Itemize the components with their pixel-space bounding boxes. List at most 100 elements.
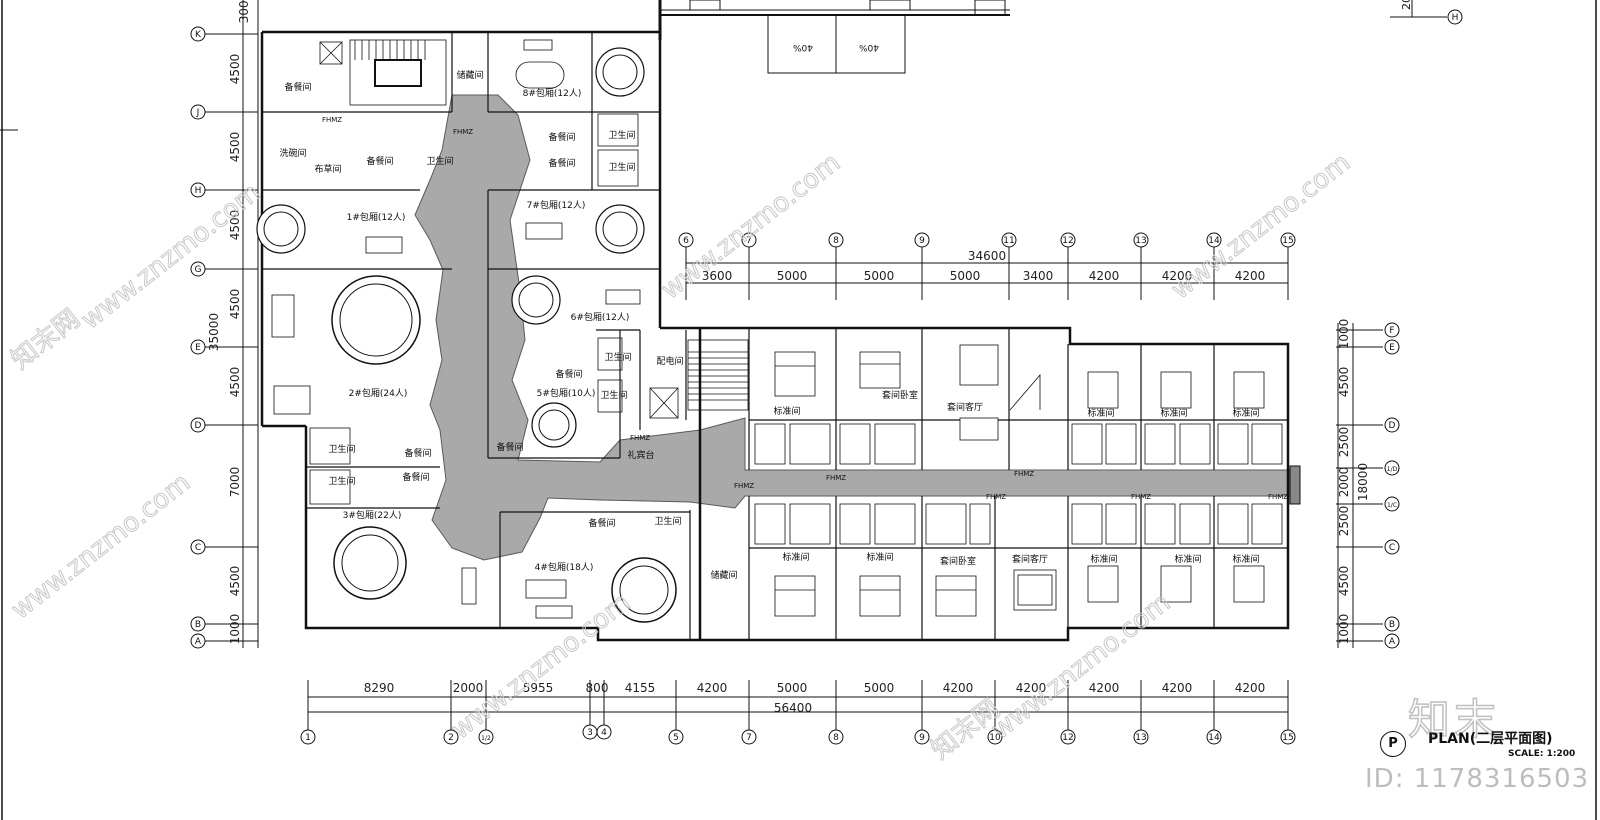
bottom-axis-7: 7	[746, 733, 752, 743]
left-dim-4: 4500	[228, 210, 242, 241]
corridor-end-cap	[1289, 465, 1301, 505]
room-standard-s1: 标准间	[782, 551, 809, 563]
top-dim-lines	[685, 247, 1289, 300]
right-axis-lines	[1336, 323, 1383, 648]
fhmz-1: FHMZ	[322, 116, 342, 124]
bottom-axis-10: 10	[989, 733, 1001, 743]
bottom-dim-8: 5000	[864, 681, 895, 695]
room-wc-f: 卫生间	[328, 443, 355, 455]
left-dim-7: 7000	[228, 467, 242, 498]
room-standard-s5: 标准间	[1232, 553, 1259, 565]
right-dim-1: 1000	[1337, 319, 1351, 350]
top-dim-1: 3600	[702, 269, 733, 283]
svg-text:www.znzmo.com: www.znzmo.com	[6, 468, 196, 626]
room-pantry-h: 备餐间	[588, 517, 615, 529]
right-dim-total: 18000	[1356, 463, 1370, 501]
bottom-dim-7: 5000	[777, 681, 808, 695]
east-rooms	[748, 328, 1288, 640]
room-standard-s3: 标准间	[1090, 553, 1117, 565]
bottom-dim-11: 4200	[1089, 681, 1120, 695]
right-dim-7: 1000	[1337, 614, 1351, 645]
room-private5: 5#包厢(10人)	[537, 387, 596, 399]
left-dim-5: 4500	[228, 289, 242, 320]
left-axis-label-d: D	[195, 421, 202, 431]
room-standard-n4: 标准间	[1232, 407, 1259, 419]
room-storage-top: 储藏间	[456, 69, 483, 81]
left-dim-3: 4500	[228, 132, 242, 163]
room-linen: 布草间	[314, 163, 341, 175]
room-standard-n3: 标准间	[1160, 407, 1187, 419]
left-dim-8: 4500	[228, 566, 242, 597]
top-dim-3: 5000	[864, 269, 895, 283]
room-suite-bed-s: 套间卧室	[940, 555, 976, 567]
right-dim-2: 4500	[1337, 367, 1351, 398]
room-private1: 1#包厢(12人)	[347, 211, 406, 223]
top-dim-bubbles	[678, 232, 1296, 248]
bottom-dim-total: 56400	[774, 701, 812, 715]
top-right-axis-label: H	[1452, 13, 1459, 23]
bottom-axis-12: 12	[1062, 733, 1073, 743]
fhmz-3: FHMZ	[630, 434, 650, 442]
left-axis-label-k: K	[195, 30, 202, 40]
room-pantry-d: 备餐间	[555, 368, 582, 380]
room-pantry-g: 备餐间	[402, 471, 429, 483]
beds	[774, 351, 1265, 617]
room-washing: 洗碗间	[279, 147, 306, 159]
bottom-axis-13: 13	[1135, 733, 1146, 743]
left-axis-label-e: E	[195, 343, 201, 353]
bottom-axis-14: 14	[1208, 733, 1220, 743]
top-dim-5: 3400	[1023, 269, 1054, 283]
bottom-dim-12: 4200	[1162, 681, 1193, 695]
room-wc-e: 卫生间	[600, 389, 627, 401]
top-dim-total: 34600	[968, 249, 1006, 263]
room-private8: 8#包厢(12人)	[523, 87, 582, 99]
right-axis-bubbles	[1384, 322, 1400, 649]
bathrooms	[309, 113, 1283, 545]
room-pantry-c: 备餐间	[548, 157, 575, 169]
upper-fragment	[658, 0, 1010, 74]
room-reception: 礼宾台	[627, 449, 654, 461]
right-axis-label-f: F	[1389, 326, 1394, 336]
fhmz-8: FHMZ	[1131, 493, 1151, 501]
bottom-axis-1-2: 1/2	[481, 735, 491, 742]
top-axis-14: 14	[1208, 236, 1220, 246]
right-axis-label-1d: 1/D	[1387, 466, 1398, 473]
right-axis-label-c: C	[1389, 543, 1395, 553]
room-suite-bed-n: 套间卧室	[882, 389, 918, 401]
bottom-dim-bubbles	[300, 724, 1296, 745]
room-pantry-a: 备餐间	[366, 155, 393, 167]
corridor	[414, 94, 1299, 561]
bottom-dim-lines	[307, 680, 1289, 730]
bottom-dim-5: 4155	[625, 681, 656, 695]
stairs	[319, 39, 1041, 419]
room-suite-living-n: 套间客厅	[947, 401, 983, 413]
room-private2: 2#包厢(24人)	[349, 387, 408, 399]
left-axis-bubbles	[190, 26, 206, 649]
room-private4: 4#包厢(18人)	[535, 561, 594, 573]
right-axis-label-d: D	[1389, 421, 1396, 431]
top-dim-6: 4200	[1089, 269, 1120, 283]
top-dim-4: 5000	[950, 269, 981, 283]
top-dim-2: 5000	[777, 269, 808, 283]
fhmz-4: FHMZ	[734, 482, 754, 490]
top-dim-7: 4200	[1162, 269, 1193, 283]
left-dim-1: 3000	[237, 0, 251, 23]
bottom-dim-6: 4200	[697, 681, 728, 695]
left-axis-label-b: B	[195, 620, 201, 630]
right-dim-6: 4500	[1337, 566, 1351, 597]
room-pantry-top: 备餐间	[284, 81, 311, 93]
left-axis-label-g: G	[195, 265, 202, 275]
left-dim-9: 1000	[228, 614, 242, 645]
left-dim-total: 35000	[207, 313, 221, 351]
left-axis-leaders	[205, 33, 226, 642]
svg-text:www.znzmo.com: www.znzmo.com	[656, 148, 846, 306]
left-axis-label-j: J	[196, 108, 200, 118]
right-axis-label-1c: 1/C	[1387, 502, 1397, 509]
fhmz-7: FHMZ	[1014, 470, 1034, 478]
top-right-axis	[1390, 0, 1463, 25]
brand-logo-watermark: 知末	[1407, 694, 1501, 745]
room-wc-a: 卫生间	[426, 155, 453, 167]
image-id-watermark: ID: 1178316503	[1365, 764, 1590, 794]
room-private7: 7#包厢(12人)	[527, 199, 586, 211]
